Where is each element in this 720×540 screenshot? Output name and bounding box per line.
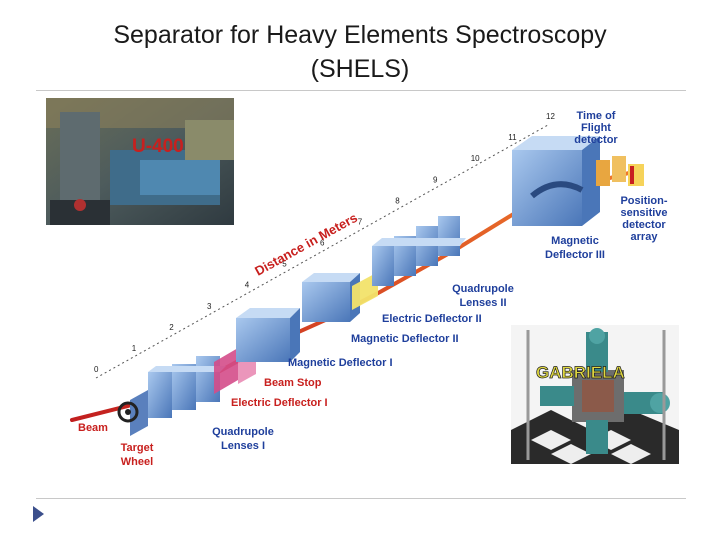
slide-nav-arrow-icon[interactable] [33,506,44,522]
electric-deflector-2 [352,272,378,310]
magnetic-deflector-2 [302,273,360,322]
top-divider [36,90,686,91]
ed1-label: Electric Deflector I [231,397,328,409]
u400-label: U-400 [132,136,184,157]
scale-tick-label: 2 [169,323,174,332]
ed2-label: Electric Deflector II [382,313,482,325]
quadrupole-lenses-2 [372,216,466,286]
component-labels: Time of Flight detector Position- sensit… [78,110,668,468]
scale-tick-label: 8 [395,196,400,205]
gabriela-label: GABRIELA [536,363,625,382]
title-line-1: Separator for Heavy Elements Spectroscop… [113,21,607,49]
magnetic-deflector-1 [236,308,300,362]
psd-label-3: detector [622,219,666,231]
tof-label-2: Flight [581,122,611,134]
bottom-divider [36,498,686,499]
scale-tick-label: 6 [320,239,325,248]
gabriela-photo: GABRIELA [511,325,679,464]
title-line-2: (SHELS) [310,55,410,83]
quad2-label-1: Quadrupole [452,283,514,295]
position-sensitive-detector [628,164,644,186]
scale-tick-label: 1 [132,344,137,353]
tof-label-1: Time of [577,110,616,122]
slide-title: Separator for Heavy Elements Spectroscop… [0,18,720,86]
scale-tick-label: 12 [546,112,555,121]
scale-tick-label: 3 [207,302,212,311]
target-wheel [117,401,139,423]
magnetic-deflector-3 [512,136,600,226]
scale-tick-label: 0 [94,365,99,374]
scale-tick-label: 11 [508,133,517,142]
quad1-label-2: Lenses I [221,440,265,452]
quad2-label-2: Lenses II [459,297,506,309]
tof-detector [596,156,626,186]
scale-tick-label: 5 [282,260,287,269]
scale-tick-label: 9 [433,175,438,184]
scale-tick-label: 7 [358,217,363,226]
target-label-1: Target [121,442,154,454]
tof-label-3: detector [574,134,618,146]
u400-photo: U-400 [46,98,234,225]
scale-tick-label: 10 [471,154,480,163]
quadrupole-lenses-1 [130,356,226,436]
beamstop-label: Beam Stop [264,377,322,389]
psd-label-4: array [631,231,659,243]
quad1-label-1: Quadrupole [212,426,274,438]
target-label-2: Wheel [121,456,153,468]
psd-label-2: sensitive [620,207,667,219]
psd-label-1: Position- [620,195,667,207]
md3-label-2: Deflector III [545,249,605,261]
beam-label: Beam [78,422,108,434]
md2-label: Magnetic Deflector II [351,333,459,345]
md3-label-1: Magnetic [551,235,599,247]
md1-label: Magnetic Deflector I [288,357,393,369]
distance-label: Distance in Meters [252,210,360,279]
scale-tick-label: 4 [245,281,250,290]
